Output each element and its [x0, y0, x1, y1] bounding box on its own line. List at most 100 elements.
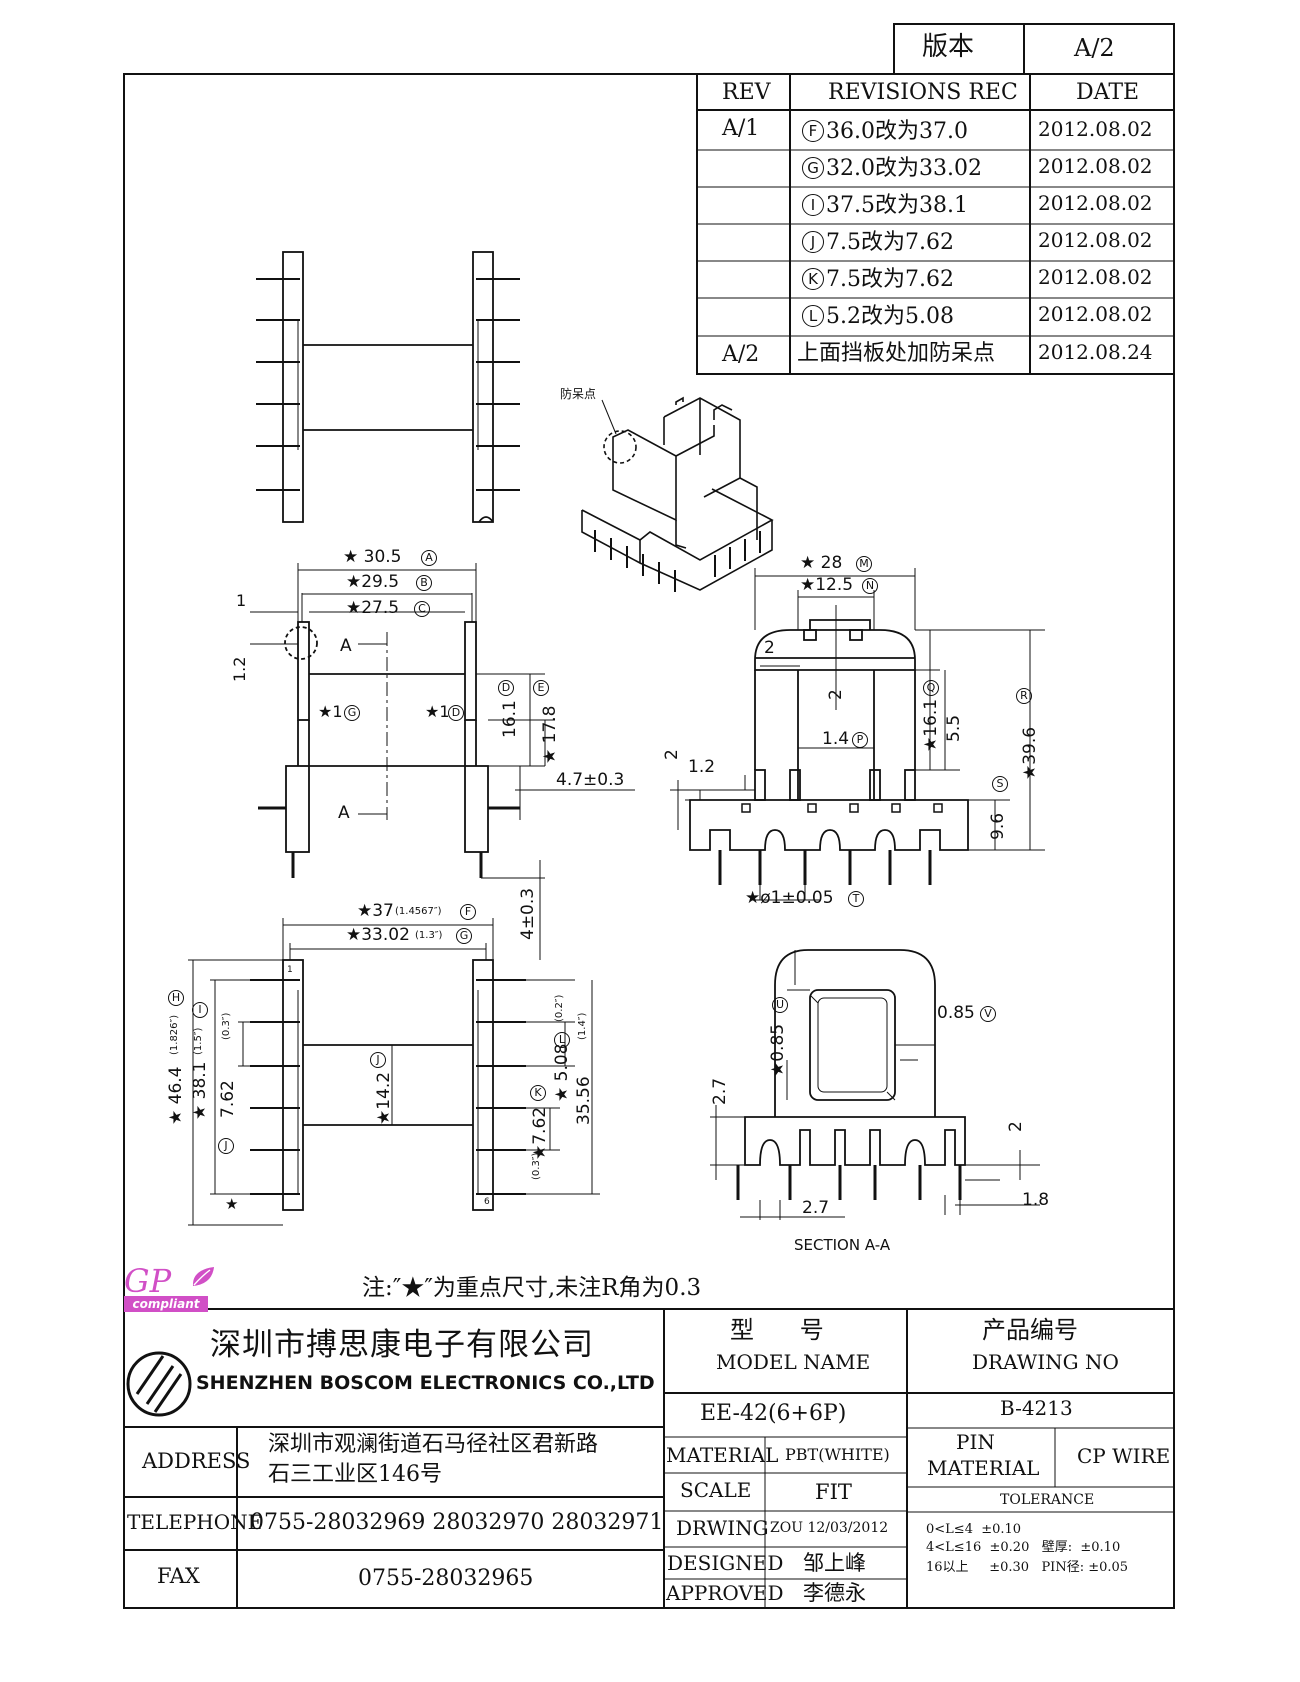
material-value: PBT(WHITE) [785, 1445, 890, 1464]
dim-39-6: ★39.6 [1020, 726, 1040, 780]
dim-1-d: ★1 [425, 702, 450, 721]
dim-30-5: ★ 30.5 [343, 547, 402, 567]
dim-38-1-inch: (1.5″) [193, 1027, 204, 1055]
dim-mark: G [456, 928, 472, 944]
dim-mark: D [498, 680, 514, 696]
model-name: EE-42(6+6P) [700, 1401, 847, 1426]
revision-row-rev: A/2 [722, 342, 760, 367]
dim-16-1-side: ★16.1 [921, 698, 941, 752]
dim-mark: Q [923, 680, 939, 696]
dim-mark: F [460, 904, 476, 920]
revision-row-text: 5.2改为5.08 [826, 304, 954, 329]
dim-mark: E [533, 680, 549, 696]
drawing-no-label-cn: 产品编号 [982, 1316, 1078, 1344]
scale-value: FIT [815, 1480, 852, 1504]
dim-mark: U [772, 997, 788, 1013]
dim-1: 1 [236, 591, 247, 610]
version-value: A/2 [1074, 34, 1115, 62]
dim-5-5: 5.5 [944, 714, 964, 742]
dim-mark: P [852, 732, 868, 748]
dim-mark: N [862, 578, 878, 594]
revision-row-text: 7.5改为7.62 [826, 267, 954, 292]
dim-33-02: ★33.02 [346, 925, 410, 945]
revision-row-mark: F [802, 120, 824, 142]
telephone-value: 0755-28032969 28032970 28032971 [250, 1510, 664, 1535]
telephone-label: TELEPHONE [127, 1510, 263, 1534]
dim-mark: C [414, 601, 430, 617]
revision-row-text: 37.5改为38.1 [826, 193, 968, 218]
dim-2-7-bottom: 2.7 [802, 1198, 830, 1218]
gp-compliant-logo: GP compliant [124, 1262, 224, 1312]
address-line-1: 深圳市观澜街道石马径社区君新路 [268, 1432, 599, 1457]
approved-value: 李德永 [803, 1581, 866, 1605]
section-caption: SECTION A-A [794, 1236, 891, 1254]
date-header: DATE [1076, 80, 1140, 105]
revision-row-rev: A/1 [722, 116, 760, 141]
dim-mark: M [856, 556, 872, 572]
dim-9-6: 9.6 [988, 812, 1008, 840]
dim-mark: D [448, 705, 464, 721]
dim-0-85-b: 0.85 [937, 1003, 975, 1023]
tolerance-row: 4<L≤16 ±0.20 壁厚: ±0.10 [926, 1540, 1121, 1555]
material-label: MATERIAL [666, 1443, 779, 1467]
dim-1-2-side: 1.2 [688, 757, 716, 777]
dim-1-8: 1.8 [1022, 1190, 1050, 1210]
revision-row-date: 2012.08.02 [1038, 228, 1153, 252]
address-label: ADDRESS [142, 1449, 251, 1473]
pin-material-value: CP WIRE [1077, 1444, 1171, 1468]
dim-2-7-left: 2.7 [710, 1077, 730, 1105]
dim-46-4: ★ 46.4 [166, 1066, 186, 1126]
revision-row-date: 2012.08.02 [1038, 302, 1153, 326]
dim-mark: T [848, 891, 864, 907]
model-label-cn: 型 号 [730, 1316, 824, 1344]
pin-material-label-2: MATERIAL [927, 1456, 1040, 1480]
dim-mark: J [370, 1052, 386, 1068]
dim-37-inch: (1.4567″) [395, 906, 442, 917]
gp-compliant-badge: compliant [124, 1296, 208, 1312]
dim-mark: H [168, 990, 184, 1006]
revision-row-mark: J [802, 231, 824, 253]
dim-4-7: 4.7±0.3 [556, 770, 625, 790]
tolerance-label: TOLERANCE [1000, 1492, 1095, 1508]
revision-row-text: 36.0改为37.0 [826, 119, 968, 144]
revision-row-text: 7.5改为7.62 [826, 230, 954, 255]
dim-28: ★ 28 [800, 553, 843, 573]
anti-fool-point-label: 防呆点 [560, 387, 597, 401]
drawing-note: 注:″★″为重点尺寸,未注R角为0.3 [362, 1275, 702, 1301]
pin-number: 1 [287, 965, 293, 975]
leaf-icon [192, 1267, 214, 1286]
revision-row-mark: K [802, 268, 824, 290]
tolerance-row: 0<L≤4 ±0.10 [926, 1522, 1022, 1537]
dim-2-mid: 2 [826, 689, 846, 700]
dim-27-5: ★27.5 [346, 598, 400, 618]
dim-46-4-inch: (1.826″) [169, 1014, 180, 1055]
dim-1-2: 1.2 [230, 656, 249, 682]
pin-number: 6 [484, 1197, 490, 1207]
dim-35-56: 35.56 [574, 1076, 594, 1125]
dim-1-4: 1.4 [822, 729, 850, 749]
dim-2-top: 2 [764, 638, 775, 658]
revision-row-date: 2012.08.24 [1038, 340, 1153, 364]
dim-16-1: 16.1 [500, 700, 520, 738]
dim-mark: S [992, 776, 1008, 792]
dim-2-section: 2 [1006, 1121, 1026, 1132]
scale-label: SCALE [680, 1478, 752, 1502]
dim-37: ★37 [357, 901, 394, 921]
dim-mark: G [344, 705, 360, 721]
dim-1-g: ★1 [318, 702, 343, 721]
dim-pin-dia: ★ø1±0.05 [745, 888, 834, 908]
fax-value: 0755-28032965 [358, 1566, 534, 1591]
star-mark: ★ [225, 1195, 239, 1213]
revision-row-date: 2012.08.02 [1038, 191, 1153, 215]
side-view [670, 568, 1045, 901]
dim-35-56-inch: (1.4″) [577, 1012, 588, 1040]
fax-label: FAX [157, 1564, 200, 1588]
model-label-en: MODEL NAME [716, 1350, 871, 1374]
dim-mark: R [1016, 688, 1032, 704]
top-view [256, 251, 520, 523]
dim-12-5: ★12.5 [800, 575, 854, 595]
dim-4: 4±0.3 [518, 887, 538, 940]
dim-2-left: 2 [662, 749, 682, 760]
pin-material-label-1: PIN [956, 1430, 995, 1454]
